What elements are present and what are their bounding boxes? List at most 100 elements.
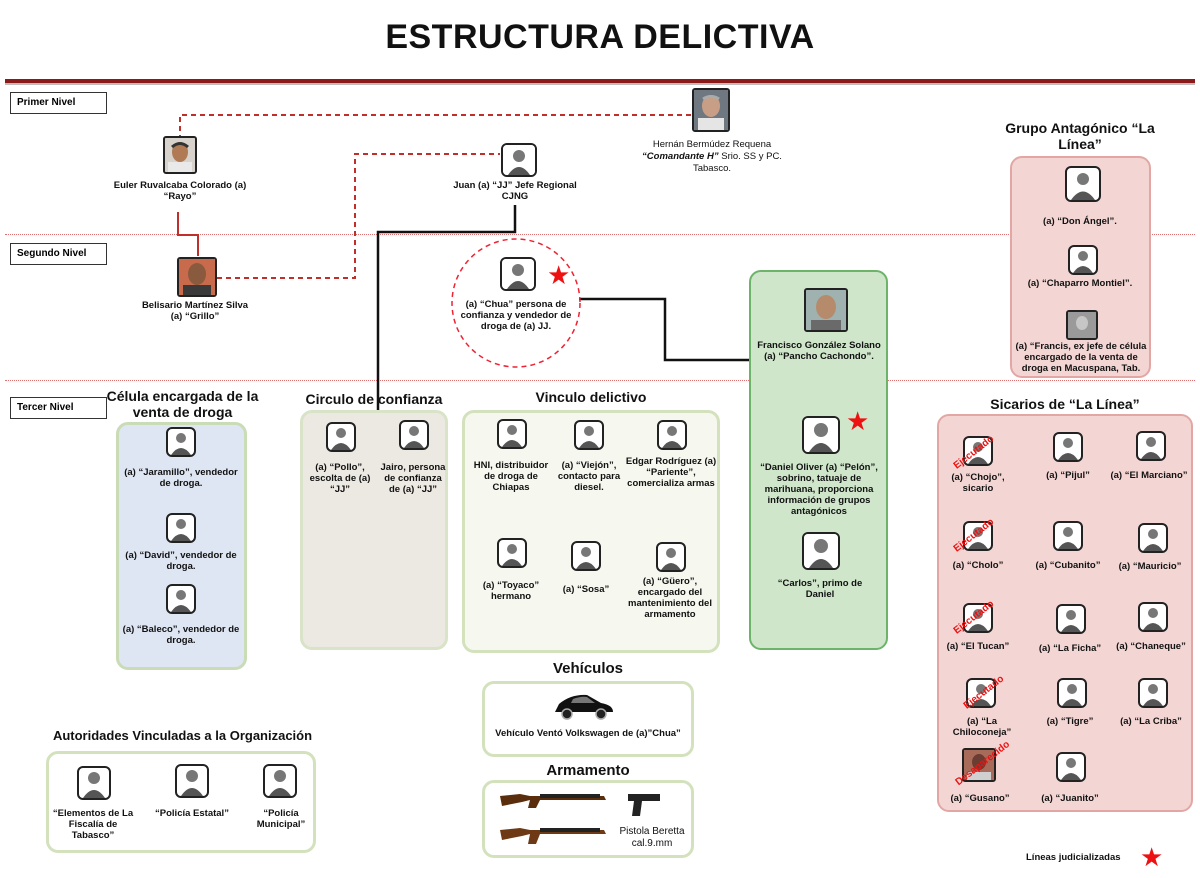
sicario-label: (a) “Gusano”	[950, 793, 1010, 804]
sicario-label: (a) “Tigre”	[1046, 716, 1094, 727]
person-icon	[656, 542, 686, 572]
grupo-member-label: (a) “Don Ángel”.	[1043, 216, 1117, 227]
sicario-label: (a) “Juanito”	[1041, 793, 1099, 804]
level-label-tercer: Tercer Nivel	[10, 397, 107, 419]
hernan-role: Srio. SS y PC. Tabasco.	[692, 151, 782, 174]
section-title-grupo: Grupo Antagónico “La Línea”	[1005, 120, 1155, 152]
legend-label: Líneas judicializadas	[1026, 852, 1121, 863]
sicario-label: (a) “La Chiloconeja”	[952, 716, 1012, 738]
line-belisario-juan	[208, 153, 500, 279]
celula-member-label: (a) “Baleco”, vendedor de droga.	[122, 624, 240, 646]
vinculo-member-label: HNI, distribuidor de droga de Chiapas	[473, 460, 549, 493]
sicario-label: (a) “Pijul”	[1046, 470, 1090, 481]
sicario-label: (a) “Chaneque”	[1116, 641, 1186, 652]
section-title-vehiculos: Vehículos	[552, 660, 624, 677]
chua-avatar	[500, 257, 536, 291]
hernan-photo	[692, 88, 730, 132]
box-armamento	[482, 780, 694, 858]
line-chua-pancho	[579, 297, 749, 362]
sicario-label: (a) “Cubanito”	[1035, 560, 1101, 571]
francis-photo	[1066, 310, 1098, 340]
person-icon	[1053, 521, 1083, 551]
grupo-member-label: (a) “Francis, ex jefe de célula encargad…	[1015, 341, 1147, 374]
daniel-label: “Daniel Oliver (a) “Pelón”, sobrino, tat…	[760, 462, 878, 517]
person-icon	[399, 420, 429, 450]
page-title: ESTRUCTURA DELICTIVA	[385, 18, 815, 56]
person-icon	[963, 521, 993, 551]
person-icon	[166, 513, 196, 543]
level-label-segundo: Segundo Nivel	[10, 243, 107, 265]
sicario-label: (a) “La Criba”	[1120, 716, 1182, 727]
francisco-photo	[804, 288, 848, 332]
person-icon	[1136, 431, 1166, 461]
section-title-autoridades: Autoridades Vinculadas a la Organización	[52, 728, 313, 743]
person-icon	[1057, 678, 1087, 708]
rifle-icon	[500, 786, 610, 819]
sicario-label: (a) “Mauricio”	[1118, 561, 1182, 572]
vinculo-member-label: (a) “Güero”, encargado del mantenimiento…	[628, 576, 712, 620]
carlos-label: “Carlos”, primo de Daniel	[777, 578, 863, 600]
belisario-photo	[177, 257, 217, 297]
person-icon	[1138, 602, 1168, 632]
belisario-label: Belisario Martínez Silva (a) “Grillo”	[141, 300, 249, 322]
box-celula	[116, 422, 247, 670]
vinculo-member-label: (a) “Toyaco” hermano	[482, 580, 540, 602]
chua-circle	[451, 238, 581, 368]
vinculo-member-label: (a) “Sosa”	[562, 584, 610, 595]
person-icon	[657, 420, 687, 450]
person-icon	[326, 422, 356, 452]
grupo-member-label: (a) “Chaparro Montiel”.	[1027, 278, 1133, 289]
legend-star-icon: ★	[1140, 842, 1164, 872]
person-icon	[166, 427, 196, 457]
vinculo-member-label: (a) “Viejón”, contacto para diesel.	[557, 460, 621, 493]
person-icon	[1053, 432, 1083, 462]
person-icon	[571, 541, 601, 571]
juan-avatar	[501, 143, 537, 177]
header-red-bar	[5, 79, 1195, 83]
section-title-circulo: Circulo de confianza	[305, 391, 443, 407]
chua-label: (a) “Chua” persona de confianza y vended…	[460, 299, 572, 332]
sicario-label: (a) “Chojo”, sicario	[951, 472, 1005, 494]
header-gray-bar	[5, 83, 1195, 85]
sicario-label: (a) “Cholo”	[952, 560, 1004, 571]
judicialized-star: ★	[846, 406, 870, 436]
section-title-celula: Célula encargada de la venta de droga	[106, 388, 259, 420]
box-vehiculos	[482, 681, 694, 757]
autoridad-label: “Policía Estatal”	[155, 808, 229, 819]
box-circulo	[300, 410, 448, 650]
person-icon	[1138, 678, 1168, 708]
hernan-label: Hernán Bermúdez Requena “Comandante H” S…	[622, 139, 802, 175]
celula-member-label: (a) “David”, vendedor de droga.	[125, 550, 237, 572]
level-label-primer: Primer Nivel	[10, 92, 107, 114]
euler-photo	[163, 136, 197, 174]
section-title-armamento: Armamento	[546, 762, 630, 779]
person-icon	[77, 766, 111, 800]
box-pancho	[749, 270, 888, 650]
section-title-vinculo: Vinculo delictivo	[535, 389, 647, 405]
hernan-name: Hernán Bermúdez Requena	[652, 139, 772, 150]
person-icon	[966, 678, 996, 708]
car-icon	[553, 690, 615, 727]
person-icon	[1138, 523, 1168, 553]
armamento-caption: Pistola Beretta cal.9.mm	[619, 826, 685, 849]
celula-member-label: (a) “Jaramillo”, vendedor de droga.	[124, 467, 238, 489]
vinculo-member-label: Edgar Rodríguez (a) “Pariente”, comercia…	[625, 456, 717, 489]
rifle-icon	[500, 818, 610, 853]
person-icon	[263, 764, 297, 798]
vehiculo-caption: Vehículo Ventó Volkswagen de (a)”Chua”	[495, 728, 681, 739]
line-juan-circulo	[376, 205, 517, 410]
juan-label: Juan (a) “JJ” Jefe Regional CJNG	[453, 180, 577, 202]
person-icon	[574, 420, 604, 450]
judicialized-star: ★	[547, 260, 571, 290]
line-euler-belisario	[177, 212, 199, 256]
pistol-icon	[628, 792, 662, 823]
circulo-member-label: Jairo, persona de confianza de (a) “JJ”	[380, 462, 446, 495]
line-hernan-euler	[179, 114, 695, 140]
person-icon	[497, 419, 527, 449]
sicario-label: (a) “La Ficha”	[1038, 643, 1102, 654]
person-icon	[963, 603, 993, 633]
carlos-avatar	[802, 532, 840, 570]
person-icon	[1056, 604, 1086, 634]
hernan-alias: “Comandante H”	[642, 151, 719, 162]
